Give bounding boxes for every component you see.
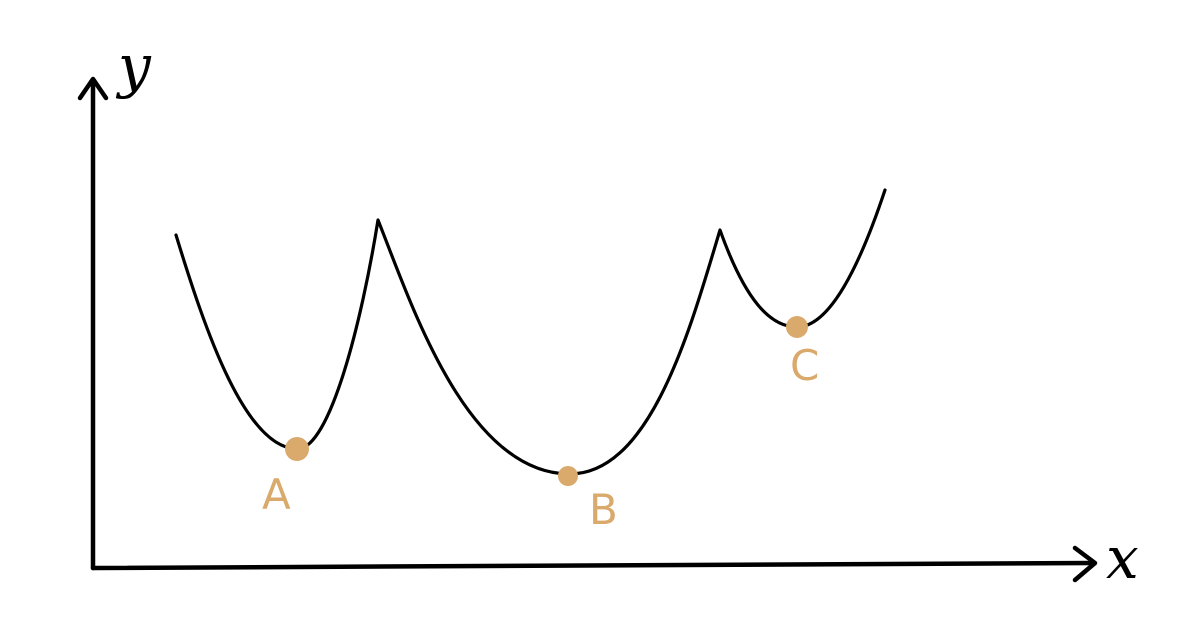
x-axis-label: x <box>1106 524 1139 592</box>
x-axis <box>90 560 1096 571</box>
minima-points: A B C <box>262 316 819 534</box>
y-axis-label: y <box>115 32 152 100</box>
y-axis-arrowhead <box>77 76 109 101</box>
point-a-label: A <box>262 470 291 519</box>
point-c-label: C <box>790 341 819 390</box>
point-a-marker <box>285 437 309 461</box>
axes: y x <box>77 32 1139 592</box>
x-axis-arrowhead <box>1072 545 1098 583</box>
point-b-marker <box>558 466 578 486</box>
point-b-label: B <box>589 485 618 534</box>
energy-curve <box>174 188 887 476</box>
point-c-marker <box>786 316 808 338</box>
